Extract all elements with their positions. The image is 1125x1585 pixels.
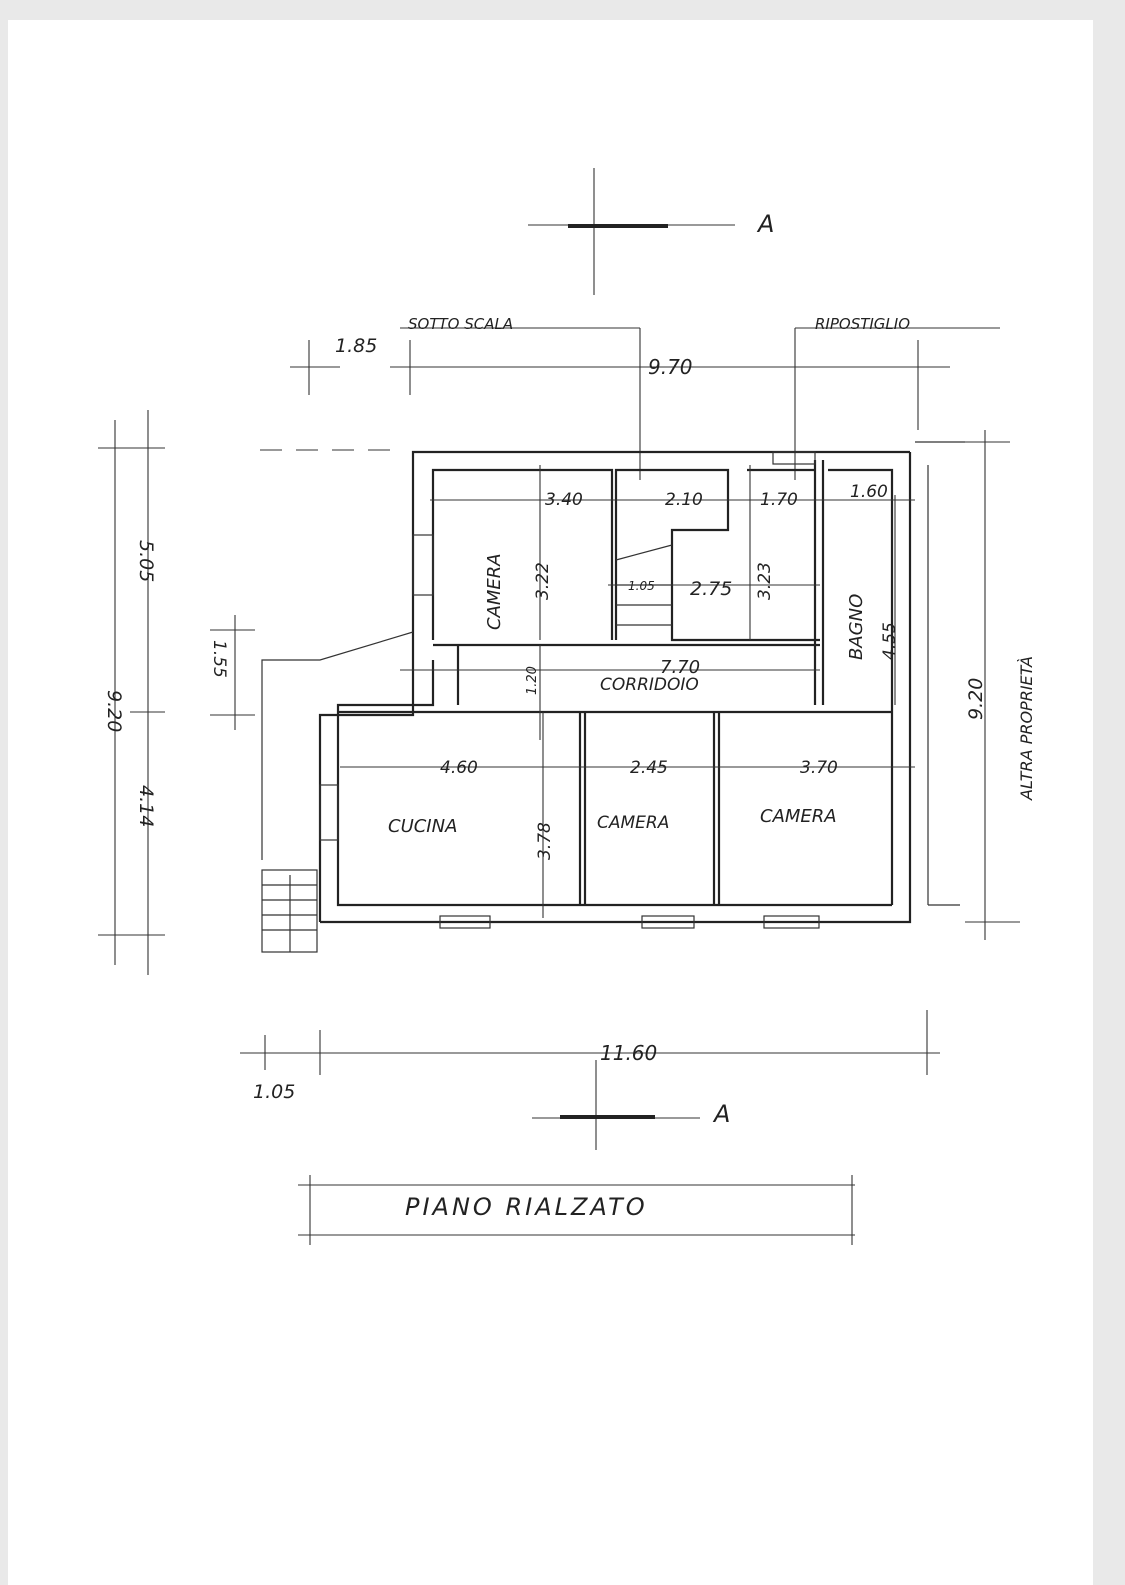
- dim-1-55: 1.55: [209, 640, 229, 678]
- dim-2-75: 2.75: [690, 578, 732, 600]
- svg-text:A: A: [756, 210, 774, 238]
- label-ripostiglio: RIPOSTIGLIO: [815, 315, 910, 333]
- title-box: [298, 1175, 855, 1245]
- label-altra-proprieta: ALTRA PROPRIETÀ: [1017, 656, 1036, 801]
- dim-1-85: 1.85: [335, 335, 377, 357]
- dim-9-70: 9.70: [648, 355, 693, 379]
- room-bagno: BAGNO: [846, 594, 867, 660]
- dim-4-55: 4.55: [880, 622, 900, 660]
- dim-1-70: 1.70: [760, 490, 798, 510]
- dim-1-05-bottom: 1.05: [253, 1081, 295, 1103]
- dim-9-20-right: 9.20: [965, 678, 987, 720]
- dim-4-14: 4.14: [135, 785, 157, 827]
- dim-9-20-left: 9.20: [103, 690, 125, 732]
- room-camera-middle: CAMERA: [597, 813, 669, 833]
- section-marker-bottom: A: [532, 1060, 730, 1150]
- side-dimensions: [98, 410, 1020, 1075]
- top-dimensions: [260, 327, 1000, 480]
- dim-3-70: 3.70: [800, 758, 838, 778]
- section-marker-top: A: [528, 168, 774, 295]
- room-corridoio: CORRIDOIO: [600, 675, 699, 695]
- dim-3-22: 3.22: [533, 562, 553, 600]
- dim-5-05: 5.05: [135, 540, 157, 582]
- dim-4-60: 4.60: [440, 758, 478, 778]
- dim-1-60: 1.60: [850, 482, 888, 502]
- dim-1-20: 1.20: [525, 666, 540, 695]
- dim-1-05-stair: 1.05: [628, 579, 655, 593]
- room-camera-right: CAMERA: [760, 806, 837, 827]
- walls: [261, 441, 965, 953]
- svg-text:A: A: [712, 1100, 730, 1128]
- dim-3-78: 3.78: [535, 822, 555, 860]
- dim-3-40: 3.40: [545, 490, 583, 510]
- interior-dimensions: [340, 465, 915, 918]
- dim-2-10: 2.10: [665, 490, 703, 510]
- label-sotto-scala: SOTTO SCALA: [408, 315, 513, 333]
- dim-2-45: 2.45: [630, 758, 668, 778]
- room-camera-top: CAMERA: [484, 553, 505, 630]
- plan-title: PIANO RIALZATO: [405, 1193, 648, 1221]
- dim-11-60: 11.60: [600, 1041, 657, 1065]
- room-cucina: CUCINA: [388, 816, 457, 837]
- dim-7-70: 7.70: [660, 657, 700, 678]
- dim-3-23: 3.23: [755, 562, 775, 600]
- drawing-sheet: [8, 20, 1093, 1585]
